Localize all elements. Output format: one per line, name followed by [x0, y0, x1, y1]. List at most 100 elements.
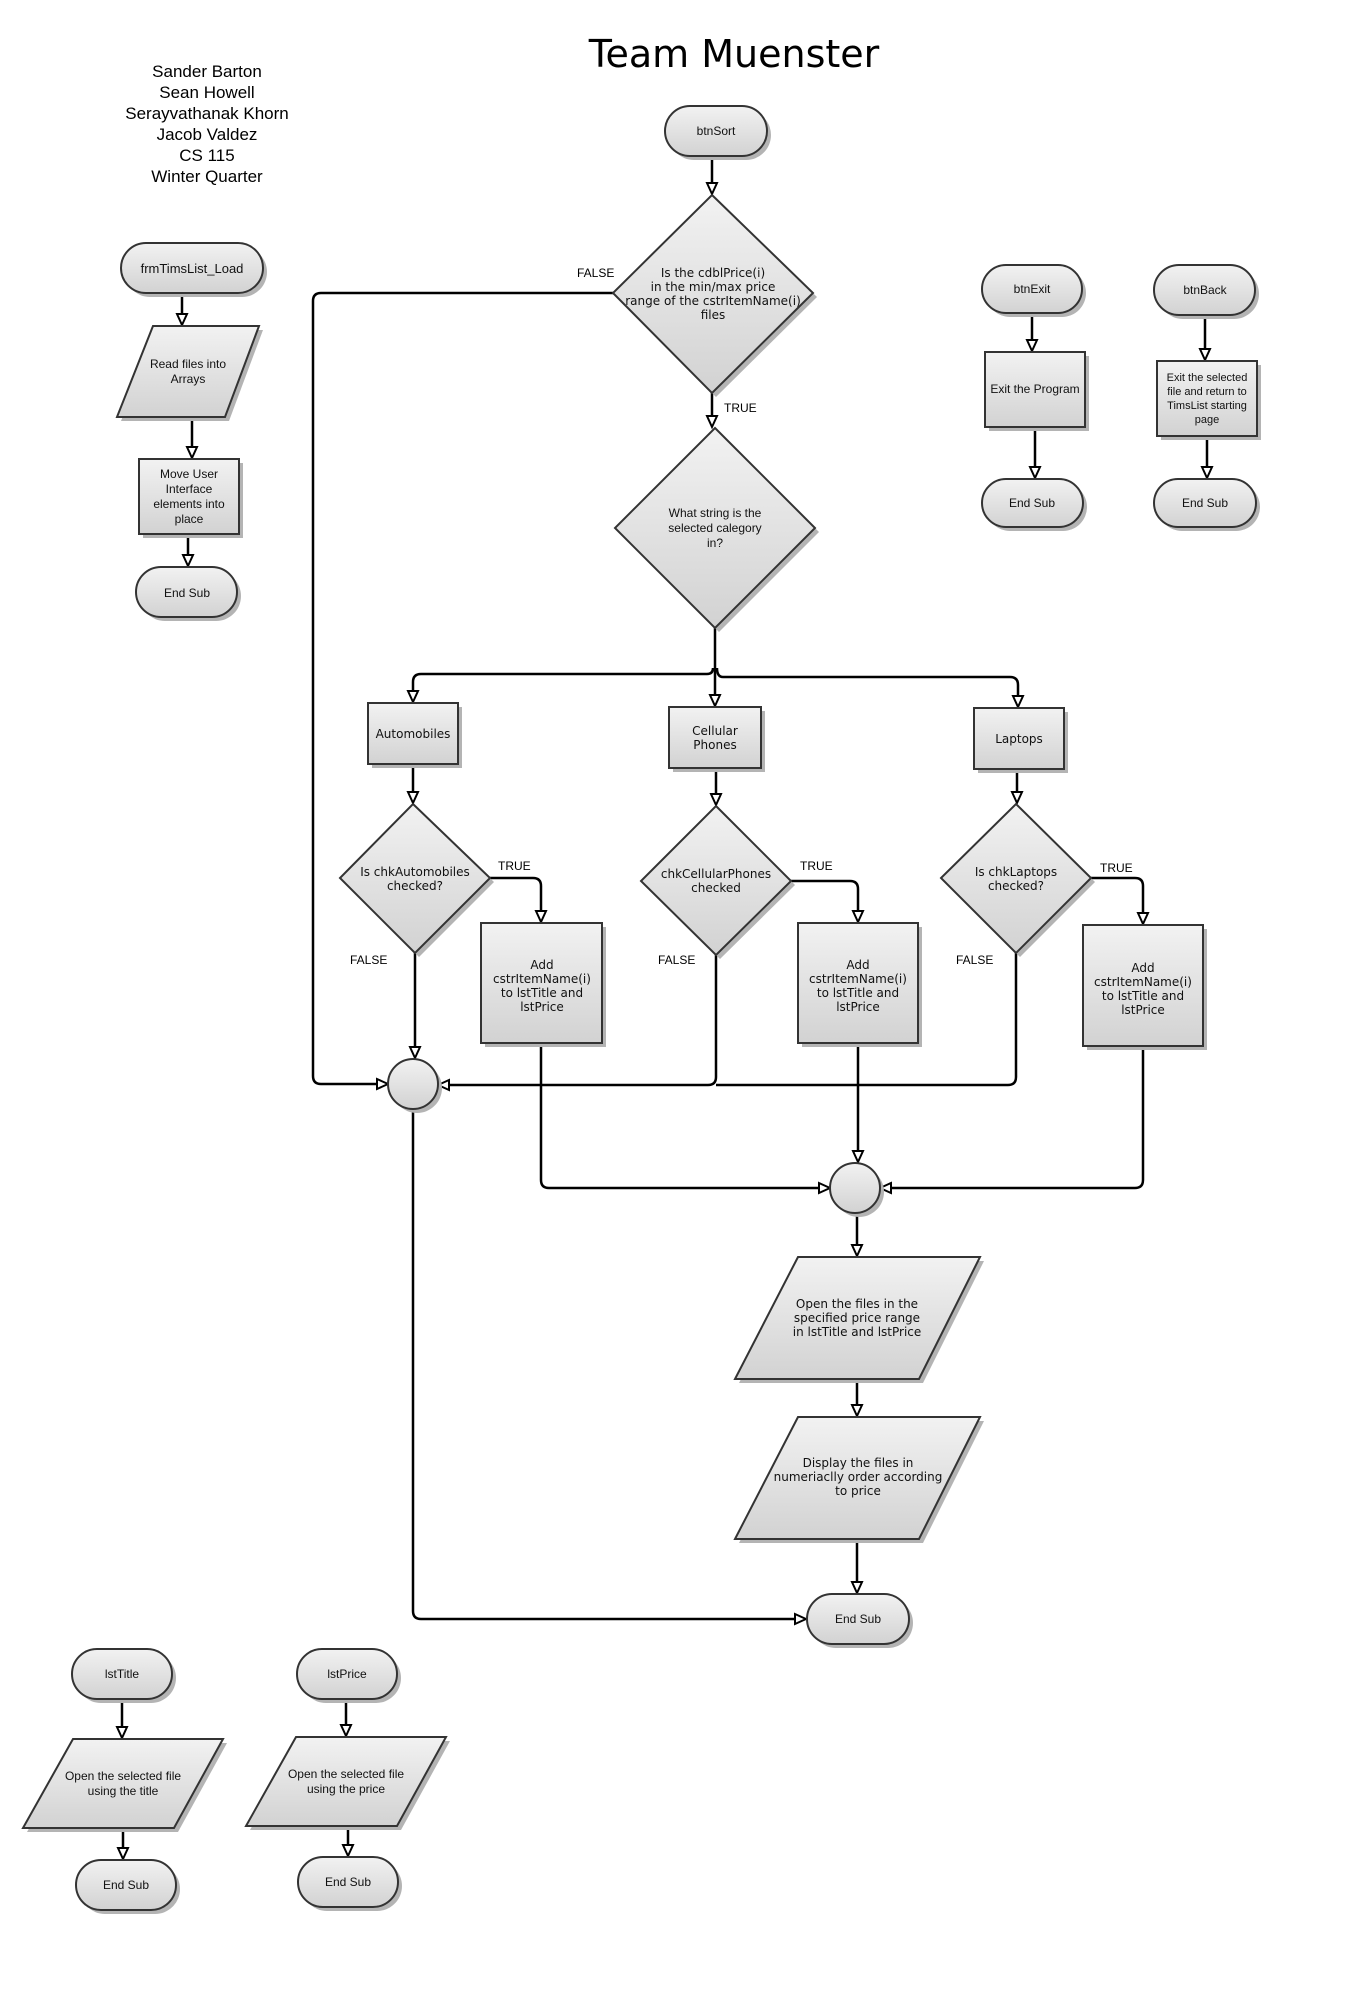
process-label: lstPrice: [1121, 1003, 1165, 1017]
process-add-cellular[interactable]: Add cstrItemName(i) to lstTitle and lstP…: [797, 922, 922, 1047]
io-open-by-price[interactable]: Open the selected file using the price: [244, 1736, 450, 1830]
terminal-label: End Sub: [835, 1612, 881, 1626]
terminal-label: lstPrice: [327, 1667, 367, 1681]
author-line: Serayvathanak Khorn: [125, 104, 289, 123]
process-exit-program[interactable]: Exit the Program: [984, 351, 1089, 431]
terminal-end-sub[interactable]: End Sub: [75, 1859, 180, 1914]
process-label: elements into: [153, 497, 225, 511]
decision-chklaptops[interactable]: Is chkLaptops checked?: [939, 802, 1095, 957]
category-label: Cellular: [692, 724, 738, 738]
decision-price-range[interactable]: Is the cdblPrice(i) in the min/max price…: [611, 193, 817, 397]
true-label: TRUE: [1100, 861, 1133, 875]
terminal-end-sub[interactable]: End Sub: [1153, 478, 1260, 531]
arrow-right-icon: [794, 1612, 809, 1626]
process-label: cstrItemName(i): [1094, 975, 1192, 989]
process-add-laptops[interactable]: Add cstrItemName(i) to lstTitle and lstP…: [1082, 924, 1207, 1050]
arrow-down-icon: [1025, 339, 1039, 354]
arrowheads: [115, 182, 1214, 1862]
process-label: place: [175, 512, 204, 526]
process-cellular-phones[interactable]: Cellular Phones: [668, 706, 765, 772]
arrow-down-icon: [705, 182, 719, 197]
terminal-label: End Sub: [103, 1878, 149, 1892]
arrow-right-icon: [818, 1181, 833, 1195]
io-label: Read files into: [150, 357, 226, 371]
false-label: FALSE: [577, 266, 614, 280]
category-label: Automobiles: [376, 727, 451, 741]
arrow-down-icon: [708, 694, 722, 709]
category-label: Phones: [693, 738, 736, 752]
io-label: Display the files in: [803, 1456, 914, 1470]
io-read-files[interactable]: Read files into Arrays: [115, 325, 263, 421]
terminal-lstprice[interactable]: lstPrice: [296, 1648, 401, 1703]
io-label: using the price: [307, 1782, 385, 1796]
decision-chkautomobiles[interactable]: Is chkAutomobiles checked?: [338, 802, 494, 957]
terminal-label: lstTitle: [105, 1667, 140, 1681]
terminal-btnback[interactable]: btnBack: [1153, 264, 1259, 319]
decision-label: Is chkAutomobiles: [360, 865, 470, 879]
true-label: TRUE: [724, 401, 757, 415]
io-label: in lstTitle and lstPrice: [793, 1325, 922, 1339]
decision-label: range of the cstrItemName(i): [625, 294, 801, 308]
terminal-btnexit[interactable]: btnExit: [981, 264, 1086, 317]
author-line: Sean Howell: [159, 83, 254, 102]
process-laptops[interactable]: Laptops: [973, 707, 1068, 773]
io-label: Open the selected file: [65, 1769, 181, 1783]
process-label: cstrItemName(i): [493, 972, 591, 986]
diagram-title: Team Muenster: [588, 32, 880, 76]
terminal-label: frmTimsList_Load: [141, 261, 244, 276]
lstprice-flow: lstPrice Open the selected file using th…: [244, 1648, 450, 1911]
terminal-label: End Sub: [1009, 496, 1055, 510]
connectors: [120, 156, 1209, 1858]
decision-label: files: [701, 308, 726, 322]
sort-flow: btnSort Is the cdblPrice(i) in the min/m…: [338, 105, 1207, 1648]
back-flow: btnBack Exit the selected file and retur…: [1153, 264, 1261, 531]
process-label: Exit the selected: [1167, 372, 1248, 384]
process-label: Interface: [166, 482, 213, 496]
terminal-label: btnSort: [697, 124, 736, 138]
io-open-files[interactable]: Open the files in the specified price ra…: [733, 1256, 984, 1383]
true-path-laptops: [1091, 876, 1145, 923]
return-path: [411, 1109, 804, 1621]
io-open-by-title[interactable]: Open the selected file using the title: [21, 1738, 227, 1832]
decision-chkcellularphones[interactable]: chkCellularPhones checked: [639, 804, 795, 959]
arrow-down-icon: [850, 1244, 864, 1259]
process-return-start[interactable]: Exit the selected file and return to Tim…: [1156, 360, 1261, 440]
decision-category[interactable]: What string is the selected calegory in?: [613, 426, 819, 632]
author-line: Jacob Valdez: [157, 125, 258, 144]
arrow-down-icon: [175, 313, 189, 328]
process-label: to lstTitle and: [817, 986, 899, 1000]
branch-automobiles: [411, 667, 715, 701]
decision-label: in?: [707, 536, 723, 550]
terminal-end-sub[interactable]: End Sub: [981, 478, 1087, 531]
process-add-automobiles[interactable]: Add cstrItemName(i) to lstTitle and lstP…: [480, 922, 606, 1047]
terminal-end-sub[interactable]: End Sub: [135, 566, 241, 621]
course-line: CS 115: [179, 146, 234, 165]
decision-label: checked?: [387, 879, 443, 893]
arrow-left-icon: [435, 1078, 450, 1092]
process-automobiles[interactable]: Automobiles: [367, 702, 462, 768]
terminal-btnsort[interactable]: btnSort: [664, 105, 771, 160]
decision-label: in the min/max price: [651, 280, 776, 294]
io-label: Open the files in the: [796, 1297, 918, 1311]
terminal-label: End Sub: [325, 1875, 371, 1889]
arrow-left-icon: [877, 1181, 892, 1195]
arrow-down-icon: [1011, 695, 1025, 710]
terminal-end-sub[interactable]: End Sub: [806, 1593, 913, 1648]
arrow-down-icon: [406, 791, 420, 806]
arrow-down-icon: [1200, 466, 1214, 481]
process-move-ui[interactable]: Move User Interface elements into place: [138, 458, 243, 538]
io-label: specified price range: [794, 1311, 920, 1325]
process-label: Exit the Program: [990, 382, 1079, 396]
process-label: to lstTitle and: [501, 986, 583, 1000]
io-display-files[interactable]: Display the files in numeriaclly order a…: [733, 1416, 984, 1543]
terminal-end-sub[interactable]: End Sub: [297, 1856, 402, 1911]
terminal-frmtimslist-load[interactable]: frmTimsList_Load: [120, 242, 267, 297]
arrow-down-icon: [1198, 348, 1212, 363]
arrow-down-icon: [1028, 466, 1042, 481]
process-label: Add: [1131, 961, 1154, 975]
terminal-label: End Sub: [164, 586, 210, 600]
terminal-lsttitle[interactable]: lstTitle: [71, 1648, 176, 1703]
arrow-right-icon: [376, 1077, 391, 1091]
category-label: Laptops: [995, 732, 1043, 746]
